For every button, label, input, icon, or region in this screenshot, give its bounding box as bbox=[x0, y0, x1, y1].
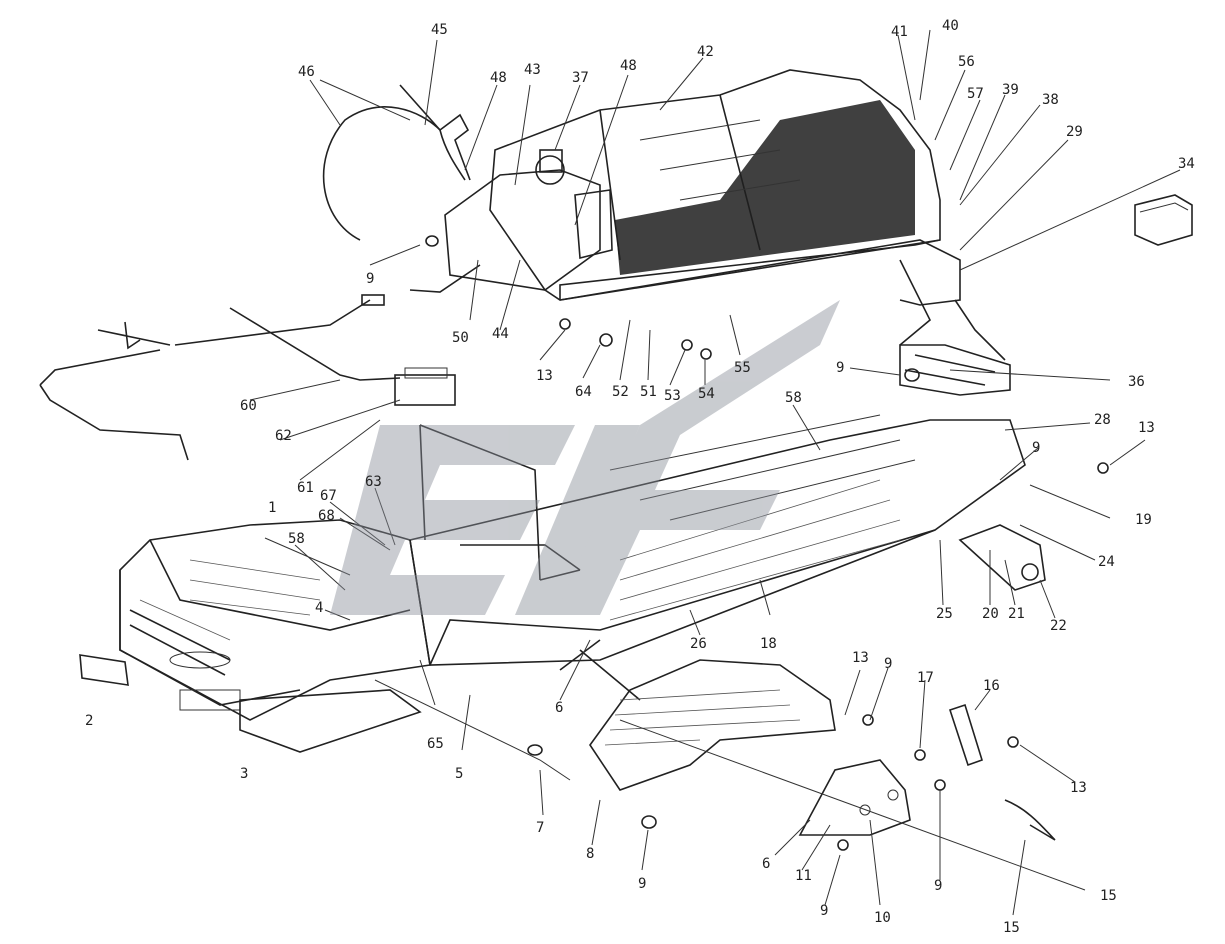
label-65: 65 bbox=[427, 736, 444, 752]
label-64: 64 bbox=[575, 384, 592, 400]
label-13b: 13 bbox=[852, 650, 869, 666]
label-58a: 58 bbox=[785, 390, 802, 406]
label-9a: 9 bbox=[366, 271, 374, 287]
fasteners bbox=[425, 235, 1109, 851]
label-60: 60 bbox=[240, 398, 257, 414]
label-57: 57 bbox=[967, 86, 984, 102]
label-24: 24 bbox=[1098, 554, 1115, 570]
label-54: 54 bbox=[698, 386, 715, 402]
label-53: 53 bbox=[664, 388, 681, 404]
label-9f: 9 bbox=[820, 903, 828, 919]
label-48a: 48 bbox=[490, 70, 507, 86]
label-25: 25 bbox=[936, 606, 953, 622]
label-13c: 13 bbox=[1138, 420, 1155, 436]
brand-logo-watermark bbox=[330, 300, 840, 615]
tail-light bbox=[1134, 194, 1193, 246]
label-37: 37 bbox=[572, 70, 589, 86]
label-4: 4 bbox=[315, 600, 323, 616]
label-39: 39 bbox=[1002, 82, 1019, 98]
label-46: 46 bbox=[298, 64, 315, 80]
label-9c: 9 bbox=[1032, 440, 1040, 456]
label-41: 41 bbox=[891, 24, 908, 40]
label-26: 26 bbox=[690, 636, 707, 652]
callout-labels: 1 2 3 4 5 6 6 7 8 9 9 9 9 9 9 9 10 11 13… bbox=[85, 18, 1195, 936]
label-51: 51 bbox=[640, 384, 657, 400]
label-18: 18 bbox=[760, 636, 777, 652]
label-38: 38 bbox=[1042, 92, 1059, 108]
steering-loop bbox=[419, 424, 581, 581]
chassis-tunnel bbox=[409, 414, 1026, 701]
label-8: 8 bbox=[586, 846, 594, 862]
label-55: 55 bbox=[734, 360, 751, 376]
label-9b: 9 bbox=[836, 360, 844, 376]
label-43: 43 bbox=[524, 62, 541, 78]
label-68: 68 bbox=[318, 508, 335, 524]
label-13d: 13 bbox=[1070, 780, 1087, 796]
label-56: 56 bbox=[958, 54, 975, 70]
label-29: 29 bbox=[1066, 124, 1083, 140]
label-50: 50 bbox=[452, 330, 469, 346]
label-2: 2 bbox=[85, 713, 93, 729]
label-17: 17 bbox=[917, 670, 934, 686]
label-15b: 15 bbox=[1003, 920, 1020, 936]
label-6a: 6 bbox=[555, 700, 563, 716]
label-63: 63 bbox=[365, 474, 382, 490]
label-44: 44 bbox=[492, 326, 509, 342]
label-11: 11 bbox=[795, 868, 812, 884]
label-42: 42 bbox=[697, 44, 714, 60]
label-13a: 13 bbox=[536, 368, 553, 384]
front-frame bbox=[79, 519, 431, 753]
label-45: 45 bbox=[431, 22, 448, 38]
wiring-harness bbox=[39, 84, 481, 461]
front-cowl bbox=[589, 659, 836, 791]
label-5: 5 bbox=[455, 766, 463, 782]
label-21: 21 bbox=[1008, 606, 1025, 622]
label-62: 62 bbox=[275, 428, 292, 444]
label-16: 16 bbox=[983, 678, 1000, 694]
label-48b: 48 bbox=[620, 58, 637, 74]
label-9d: 9 bbox=[638, 876, 646, 892]
label-3: 3 bbox=[240, 766, 248, 782]
mounting-bracket bbox=[798, 703, 983, 836]
label-52: 52 bbox=[612, 384, 629, 400]
label-9e: 9 bbox=[884, 656, 892, 672]
label-67: 67 bbox=[320, 488, 337, 504]
label-9g: 9 bbox=[934, 878, 942, 894]
label-7: 7 bbox=[536, 820, 544, 836]
label-40: 40 bbox=[942, 18, 959, 34]
label-6b: 6 bbox=[762, 856, 770, 872]
label-28: 28 bbox=[1094, 412, 1111, 428]
label-34: 34 bbox=[1178, 156, 1195, 172]
seat-assembly bbox=[444, 69, 941, 301]
label-1: 1 bbox=[268, 500, 276, 516]
leader-lines bbox=[249, 29, 1181, 916]
label-58b: 58 bbox=[288, 531, 305, 547]
label-10: 10 bbox=[874, 910, 891, 926]
label-15a: 15 bbox=[1100, 888, 1117, 904]
label-22: 22 bbox=[1050, 618, 1067, 634]
label-61: 61 bbox=[297, 480, 314, 496]
label-36: 36 bbox=[1128, 374, 1145, 390]
label-19: 19 bbox=[1135, 512, 1152, 528]
rear-hitch bbox=[958, 524, 1046, 591]
label-20: 20 bbox=[982, 606, 999, 622]
